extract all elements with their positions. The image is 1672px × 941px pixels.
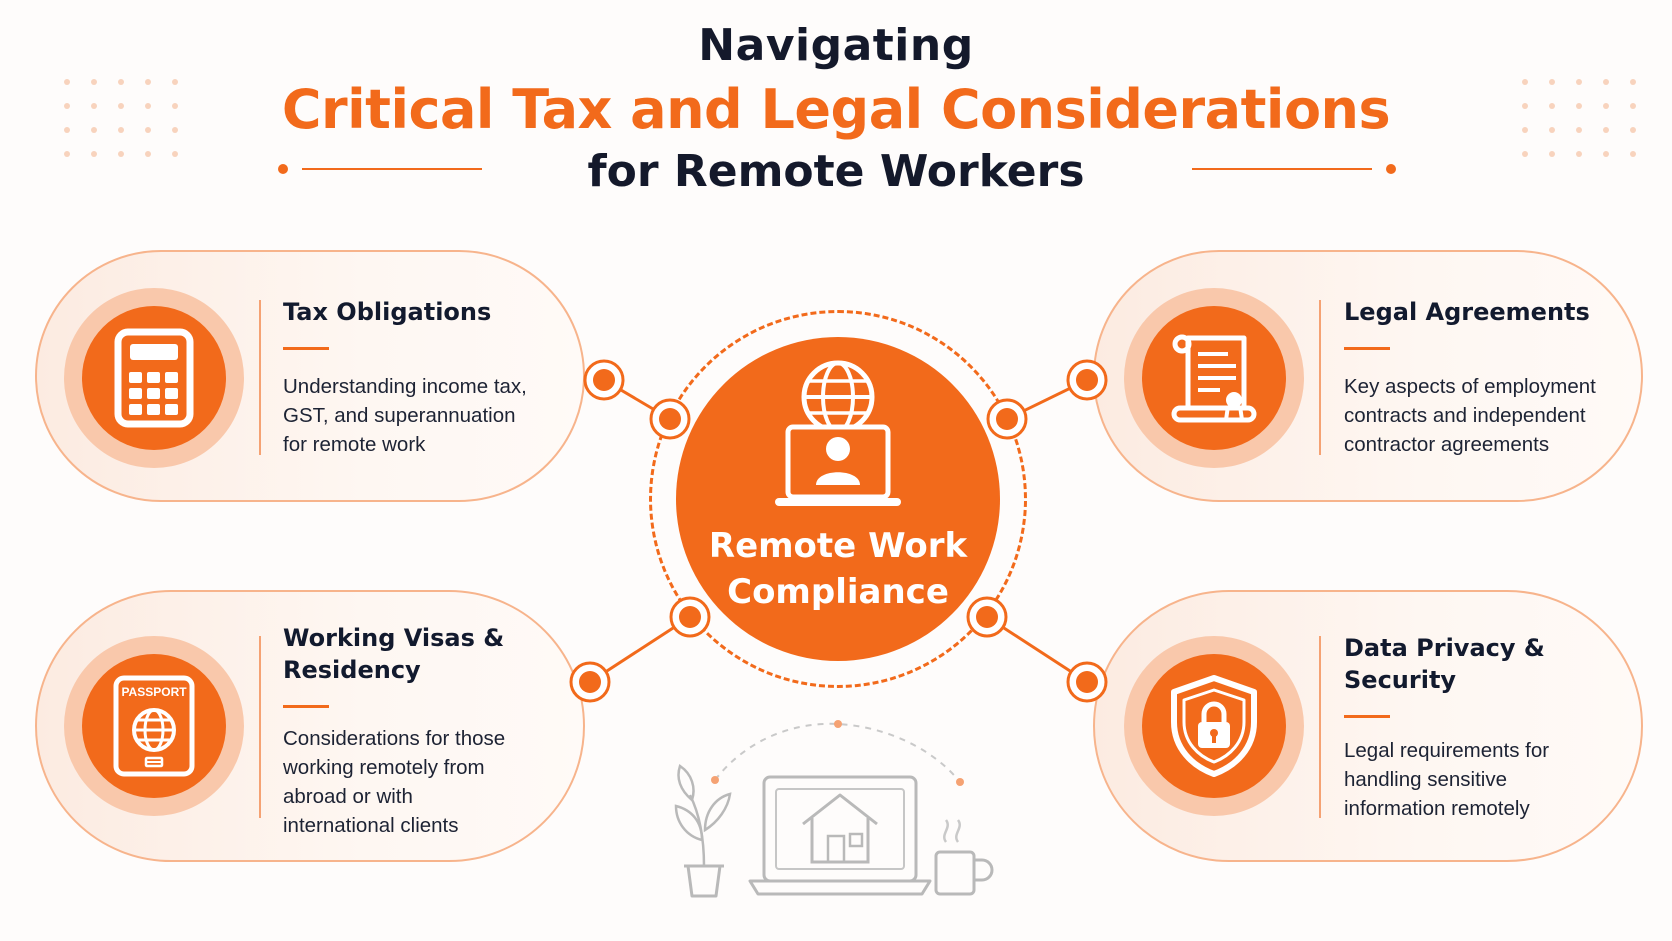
card-working-visas: PASSPORT Working Visas & Residency Consi… (35, 590, 585, 862)
decorative-dot-grid-left (64, 79, 178, 157)
card-legal-agreements: Legal Agreements Key aspects of employme… (1093, 250, 1643, 502)
decorative-dot-grid-right (1522, 79, 1636, 157)
passport-icon-text: PASSPORT (121, 685, 187, 699)
title-line-2: Critical Tax and Legal Considerations (281, 78, 1391, 141)
tax-title: Tax Obligations (283, 298, 492, 326)
tax-divider (259, 300, 261, 455)
privacy-title-accent (1344, 715, 1390, 718)
legal-divider (1319, 300, 1321, 455)
title-rule-right (1192, 168, 1372, 170)
card-data-privacy: Data Privacy & Security Legal requiremen… (1093, 590, 1643, 862)
visa-divider (259, 636, 261, 818)
privacy-body: Legal requirements for handling sensitiv… (1344, 739, 1550, 820)
contract-scroll-icon (1171, 334, 1257, 423)
tax-body: Understanding income tax, GST, and super… (283, 375, 527, 456)
center-label: Remote Work Compliance (708, 526, 968, 612)
node-tax-inner (649, 398, 691, 440)
title-line-1: Navigating (698, 20, 974, 71)
privacy-title: Data Privacy & Security (1344, 634, 1545, 694)
node-privacy-inner (966, 596, 1008, 638)
calculator-icon (114, 328, 194, 428)
title-rule-left (302, 168, 482, 170)
visa-body: Considerations for those working remotel… (283, 727, 506, 837)
tax-icon-badge (82, 306, 226, 450)
tax-icon-halo (64, 288, 244, 468)
legal-icon-halo (1124, 288, 1304, 468)
legal-icon-badge (1142, 306, 1286, 450)
visa-icon-badge: PASSPORT (82, 654, 226, 798)
title-line-3: for Remote Workers (587, 146, 1085, 197)
legal-title: Legal Agreements (1344, 298, 1590, 326)
node-privacy-outer (1066, 661, 1108, 703)
title-rule-dot-right (1386, 164, 1396, 174)
title-rule-dot-left (278, 164, 288, 174)
shield-lock-icon (1171, 675, 1257, 777)
privacy-divider (1319, 636, 1321, 818)
privacy-icon-badge (1142, 654, 1286, 798)
node-tax-outer (583, 359, 625, 401)
passport-icon: PASSPORT (113, 675, 195, 777)
center-dashed-ring (649, 310, 1027, 688)
legal-body: Key aspects of employment contracts and … (1344, 375, 1596, 456)
node-legal-outer (1066, 359, 1108, 401)
privacy-icon-halo (1124, 636, 1304, 816)
visa-title: Working Visas & Residency (283, 624, 505, 684)
node-visa-inner (669, 596, 711, 638)
tax-title-accent (283, 347, 329, 350)
visa-icon-halo: PASSPORT (64, 636, 244, 816)
legal-title-accent (1344, 347, 1390, 350)
visa-title-accent (283, 705, 329, 708)
node-legal-inner (986, 398, 1028, 440)
card-tax-obligations: Tax Obligations Understanding income tax… (35, 250, 585, 502)
node-visa-outer (569, 661, 611, 703)
